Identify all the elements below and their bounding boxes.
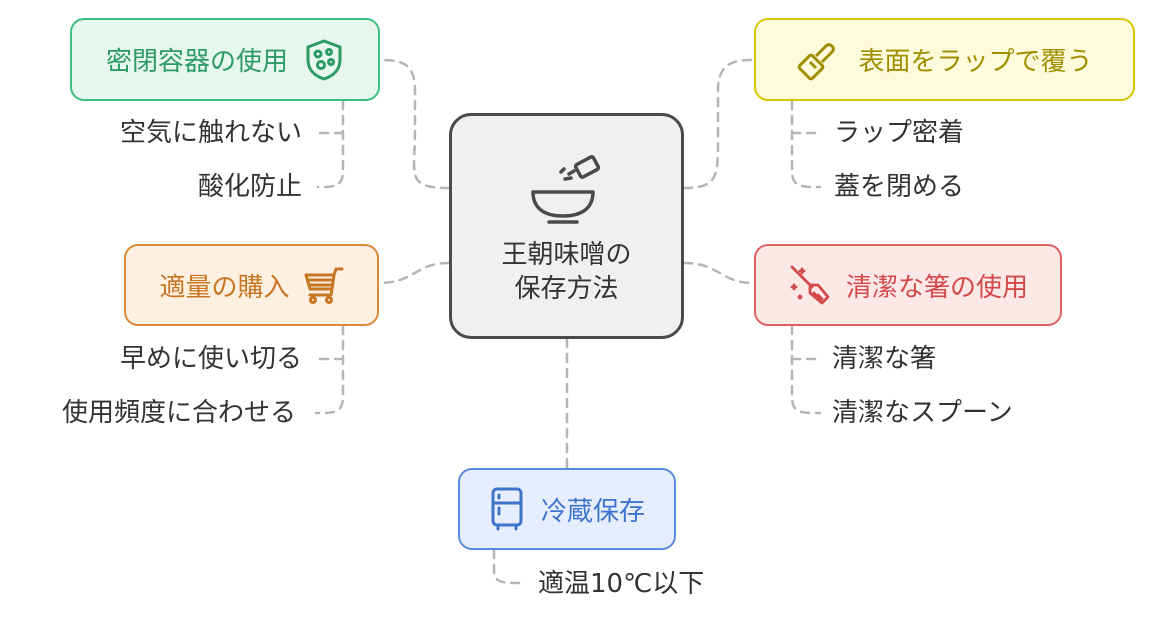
connector-clean (682, 261, 756, 285)
center-node: 王朝味噌の 保存方法 (449, 113, 684, 339)
connector-clean-leaves (790, 324, 822, 415)
node-buy-right-amount[interactable]: 適量の購入 (124, 244, 379, 326)
connector-fridge-leaves (492, 548, 524, 585)
node-buy-right-amount-label: 適量の購入 (159, 272, 290, 303)
node-wrap-surface-label: 表面をラップで覆う (858, 47, 1093, 77)
node-clean-chopsticks-label: 清潔な箸の使用 (845, 272, 1028, 303)
bowl-icon (527, 152, 607, 232)
node-refrigerate[interactable]: 冷蔵保存 (458, 468, 676, 550)
node-clean-chopsticks[interactable]: 清潔な箸の使用 (754, 244, 1062, 326)
connector-buy-leaves (314, 324, 345, 415)
node-airtight-container[interactable]: 密閉容器の使用 (70, 18, 380, 101)
node-refrigerate-label: 冷蔵保存 (540, 496, 645, 527)
cart-icon (304, 265, 344, 305)
node-airtight-container-label: 密閉容器の使用 (105, 47, 288, 77)
lipstick-icon (796, 38, 840, 82)
node-wrap-surface[interactable]: 表面をラップで覆う (754, 18, 1135, 101)
connector-wrap-leaves (790, 99, 822, 189)
leaf-temp-below-10: 適温10℃以下 (538, 569, 705, 599)
center-title-line1: 王朝味噌の (501, 240, 632, 270)
broom-sparkle-icon (788, 263, 832, 307)
leaf-no-air: 空気に触れない (119, 118, 302, 148)
fridge-icon (489, 486, 525, 532)
center-title-line2: 保存方法 (514, 274, 619, 304)
connector-buy (377, 261, 451, 285)
connector-wrap (682, 58, 756, 190)
leaf-wrap-tight: ラップ密着 (834, 118, 965, 148)
connector-container-leaves (316, 99, 345, 189)
leaf-match-frequency: 使用頻度に合わせる (61, 398, 296, 428)
connector-container (378, 58, 451, 190)
leaf-clean-chopsticks: 清潔な箸 (832, 344, 937, 374)
leaf-use-up-early: 早めに使い切る (119, 344, 302, 374)
leaf-close-lid: 蓋を閉める (834, 172, 965, 202)
shield-dots-icon (304, 38, 344, 82)
leaf-clean-spoon: 清潔なスプーン (832, 398, 1013, 428)
center-title: 王朝味噌の 保存方法 (501, 238, 631, 306)
leaf-prevent-oxidation: 酸化防止 (197, 172, 302, 202)
